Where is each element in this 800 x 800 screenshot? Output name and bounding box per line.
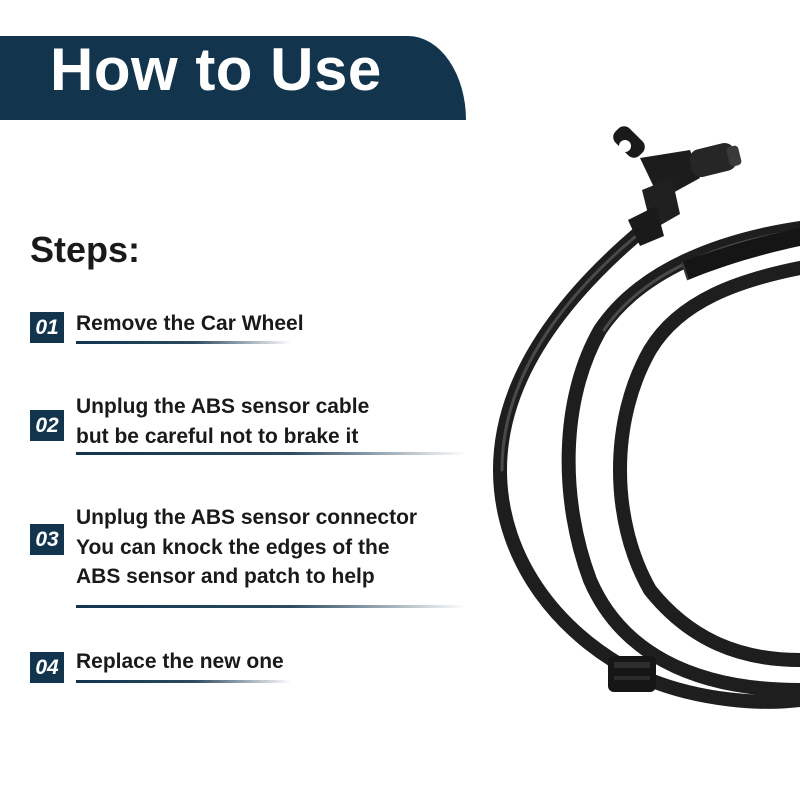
step-text-line: ABS sensor and patch to help [76, 565, 375, 588]
step-text: Replace the new one [76, 647, 284, 677]
step-text-line: but be careful not to brake it [76, 424, 359, 448]
step-text-line: Remove the Car Wheel [76, 312, 304, 335]
cable-clip-icon [608, 656, 656, 692]
step-number-badge: 01 [30, 312, 64, 343]
sensor-head-icon [613, 126, 742, 246]
step-number-badge: 04 [30, 652, 64, 683]
step-text: Unplug the ABS sensor connector You can … [76, 503, 417, 592]
step-number-badge: 02 [30, 410, 64, 441]
step-text-line: Unplug the ABS sensor connector [76, 506, 418, 529]
step-text-line: You can knock the edges of the [76, 535, 390, 559]
step-underline [76, 680, 291, 683]
step-text: Unplug the ABS sensor cable but be caref… [76, 392, 369, 451]
step-underline [76, 452, 466, 455]
page-title: How to Use [50, 36, 382, 103]
steps-heading: Steps: [30, 229, 141, 270]
step-number-badge: 03 [30, 524, 64, 555]
step-underline [76, 605, 466, 608]
header-banner [0, 36, 466, 120]
step-text-line: Unplug the ABS sensor cable [76, 395, 370, 418]
step-underline [76, 341, 291, 344]
step-text: Remove the Car Wheel [76, 309, 304, 339]
step-text-line: Replace the new one [76, 650, 284, 673]
